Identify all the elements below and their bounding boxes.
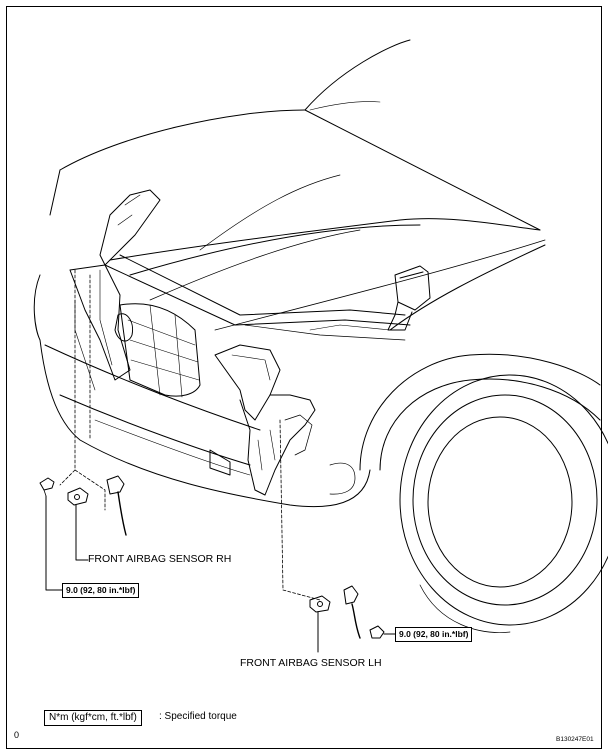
headlamp-bracket-lh xyxy=(214,344,316,496)
grille xyxy=(119,303,201,398)
front-bumper xyxy=(33,274,371,508)
radiator-support-rh xyxy=(69,189,161,391)
diagram-frame xyxy=(6,6,602,749)
page-mark: 0 xyxy=(14,730,20,740)
sensor-rh-parts xyxy=(39,475,127,591)
leader-lines xyxy=(59,269,321,601)
torque-spec-lh: 9.0 (92, 80 in.*lbf) xyxy=(395,627,473,642)
sensor-lh-parts xyxy=(309,585,396,653)
upper-cross-member xyxy=(104,254,411,341)
hood xyxy=(49,39,546,331)
figure-code: B130247E01 xyxy=(556,736,594,743)
legend-torque-unit: N*m (kgf*cm, ft.*lbf) xyxy=(44,710,142,726)
torque-spec-rh: 9.0 (92, 80 in.*lbf) xyxy=(62,583,140,598)
legend-description: : Specified torque xyxy=(159,711,237,722)
label-front-airbag-sensor-rh: FRONT AIRBAG SENSOR RH xyxy=(88,553,232,565)
front-wheel xyxy=(399,374,608,633)
fender xyxy=(359,244,601,471)
label-front-airbag-sensor-lh: FRONT AIRBAG SENSOR LH xyxy=(240,657,382,669)
